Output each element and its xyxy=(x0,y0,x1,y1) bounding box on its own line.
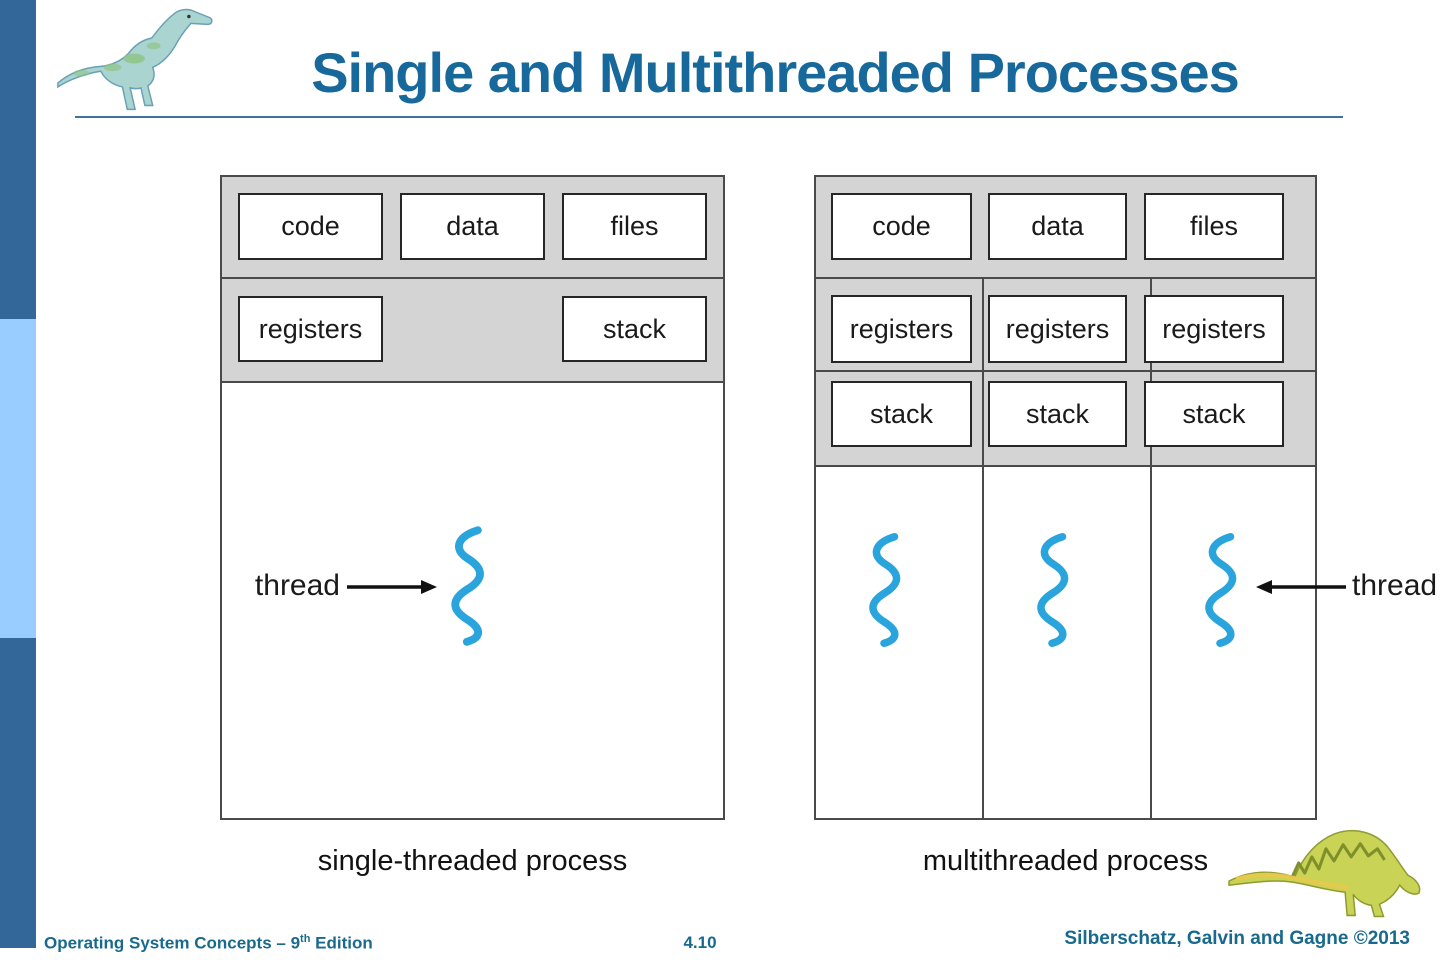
memory-box-stack: stack xyxy=(988,381,1127,447)
memory-box-files: files xyxy=(1144,193,1284,260)
thread-column-divider xyxy=(982,277,984,818)
memory-box-stack: stack xyxy=(831,381,972,447)
single-threaded-diagram: code data files registers stack xyxy=(220,175,725,820)
sidebar-accent-middle xyxy=(0,319,36,638)
memory-box-registers: registers xyxy=(238,296,383,362)
divider-line xyxy=(816,277,1315,279)
caption-multithreaded: multithreaded process xyxy=(922,845,1209,877)
footer-book-suffix: Edition xyxy=(310,933,373,953)
footer-credit: Silberschatz, Galvin and Gagne ©2013 xyxy=(1064,928,1410,949)
thread-squiggle-icon xyxy=(1202,519,1244,661)
memory-box-data: data xyxy=(400,193,545,260)
footer-book-prefix: Operating System Concepts – 9 xyxy=(44,933,301,953)
footer-edition-sup: th xyxy=(300,933,311,945)
multithreaded-diagram: code data files registers registers regi… xyxy=(814,175,1317,820)
thread-label-right: thread xyxy=(1352,569,1438,602)
memory-box-registers: registers xyxy=(831,295,972,363)
memory-box-stack: stack xyxy=(1144,381,1284,447)
sidebar-accent-bottom xyxy=(0,638,36,948)
divider-line xyxy=(222,381,723,383)
thread-squiggle-icon xyxy=(866,519,908,661)
divider-line xyxy=(816,370,1315,372)
thread-column-divider xyxy=(1150,277,1152,818)
lizard-logo-icon xyxy=(1228,829,1421,918)
memory-box-data: data xyxy=(988,193,1127,260)
memory-box-stack: stack xyxy=(562,296,707,362)
memory-box-files: files xyxy=(562,193,707,260)
footer-page-number: 4.10 xyxy=(683,933,717,952)
dinosaur-logo-icon xyxy=(57,8,213,111)
memory-box-code: code xyxy=(238,193,383,260)
thread-label-left: thread xyxy=(254,569,340,602)
memory-box-registers: registers xyxy=(1144,295,1284,363)
footer-book-title: Operating System Concepts – 9th Edition xyxy=(44,933,373,954)
memory-box-registers: registers xyxy=(988,295,1127,363)
thread-squiggle-icon xyxy=(448,510,492,662)
arrow-right-icon xyxy=(347,580,437,594)
title-underline xyxy=(75,116,1343,118)
page-title: Single and Multithreaded Processes xyxy=(311,41,1240,104)
arrow-left-icon xyxy=(1256,580,1346,594)
caption-single-threaded: single-threaded process xyxy=(317,845,628,877)
thread-squiggle-icon xyxy=(1034,519,1076,661)
sidebar-accent-top xyxy=(0,0,36,319)
memory-box-code: code xyxy=(831,193,972,260)
divider-line xyxy=(222,277,723,279)
divider-line xyxy=(816,465,1315,467)
